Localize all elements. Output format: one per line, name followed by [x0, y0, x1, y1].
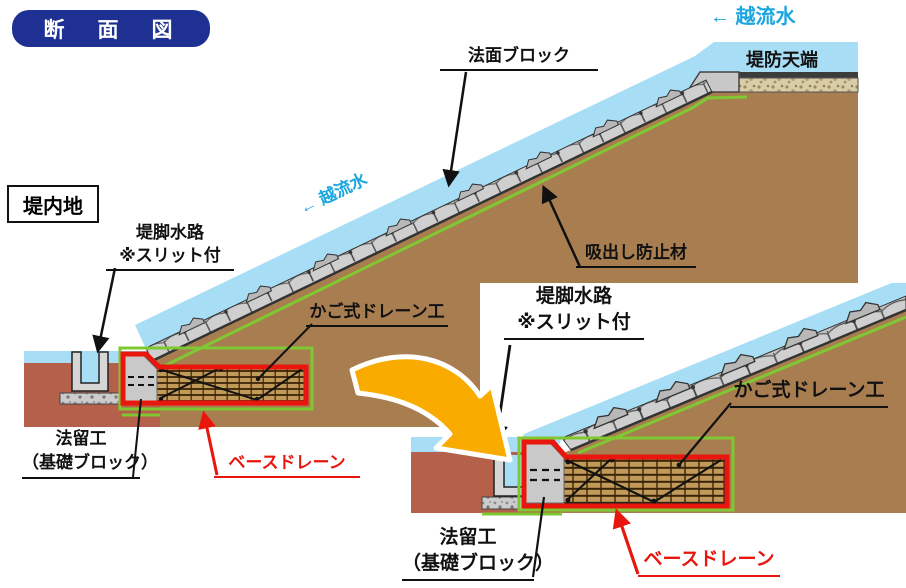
drain-filter-outline: [118, 346, 314, 411]
inset-base-drain-leader: [612, 508, 640, 575]
slope-block-label: 法面ブロック: [440, 45, 598, 71]
base-drain-outline: [120, 351, 309, 406]
gabion-drain-label-inset: かご式ドレーン工: [730, 378, 888, 408]
filter-sheet-line: [157, 95, 748, 371]
crown-label: 堤防天端: [746, 50, 818, 70]
inset-toe-foundation-block: [525, 443, 565, 504]
overflow-water-label-top: ← 越流水: [710, 6, 796, 28]
toe-channel-leader: [92, 267, 117, 354]
slope-block-leader: [442, 71, 468, 188]
crown-gravel: [738, 77, 859, 93]
land-side-label: 堤内地: [7, 185, 99, 223]
inset-diagram: [411, 283, 906, 588]
gabion-leader: [257, 323, 313, 380]
base-drain-leader: [198, 410, 219, 476]
toe-block-line2: （基礎ブロック）: [402, 553, 555, 574]
bedding-line: [151, 90, 713, 363]
toe-block-label-inset: 法留工 （基礎ブロック）: [402, 525, 555, 581]
toe-channel-label-inset: 堤脚水路 ※スリット付: [504, 284, 644, 340]
gabion-mesh: [156, 366, 305, 403]
suction-leader: [541, 184, 582, 268]
toe-channel-label-main: 堤脚水路 ※スリット付: [106, 221, 234, 271]
toe-channel-line1: 堤脚水路: [136, 223, 204, 242]
inset-filter-sheet-line: [577, 315, 906, 455]
toe-block-line1: 法留工: [55, 429, 107, 448]
suction-prevention-label: 吸出し防止材: [576, 242, 696, 268]
channel-bed-gravel: [59, 392, 121, 405]
toe-block-label-main: 法留工 （基礎ブロック）: [22, 427, 158, 479]
channel-water: [80, 356, 100, 384]
section-title-badge: 断 面 図: [12, 10, 210, 47]
toe-channel-line1: 堤脚水路: [535, 286, 612, 307]
inset-bedding-line: [570, 308, 906, 452]
zoom-arrow: [349, 354, 513, 463]
toe-block-line2: （基礎ブロック）: [22, 453, 158, 472]
toe-block-leader: [132, 398, 142, 478]
inset-gabion-mesh: [563, 457, 725, 504]
gabion-drain-label-main: かご式ドレーン工: [306, 301, 448, 327]
inset-base-drain-outline: [521, 439, 730, 509]
toe-block-line1: 法留工: [439, 527, 497, 548]
toe-channel-line2: ※スリット付: [517, 312, 631, 333]
base-drain-label-inset: ベースドレーン: [638, 547, 780, 577]
crown-pavement: [739, 72, 858, 78]
inset-gabion-leader: [678, 402, 732, 466]
toe-channel-line2: ※スリット付: [119, 246, 221, 265]
base-drain-label-main: ベースドレーン: [214, 452, 360, 478]
inset-toe-block-leader: [531, 496, 546, 578]
